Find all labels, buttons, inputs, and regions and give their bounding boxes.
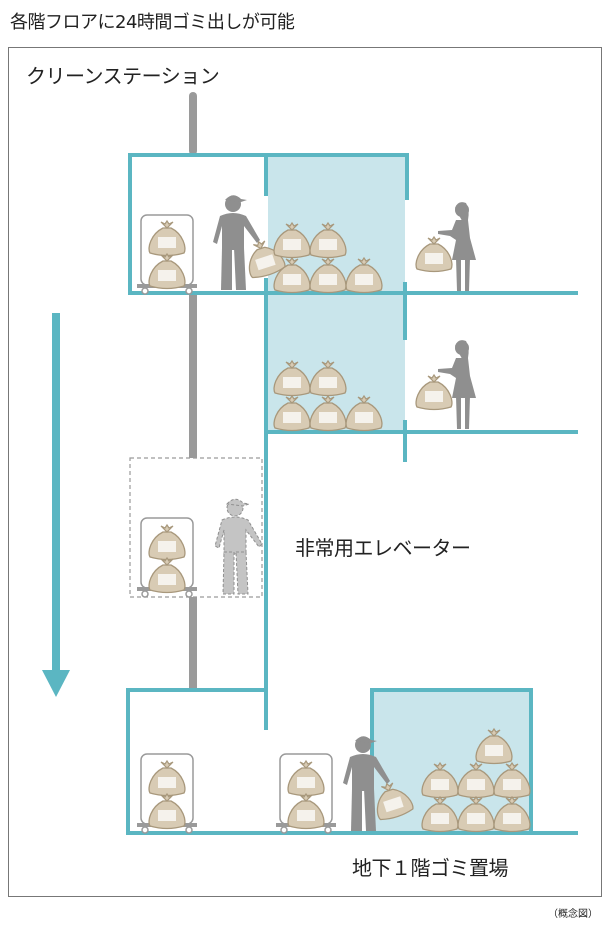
conceptual-diagram-note: （概念図）: [548, 909, 598, 920]
elevator-car: [129, 457, 263, 598]
emergency-elevator-label: 非常用エレベーター: [295, 536, 471, 560]
basement-garbage-label: 地下１階ゴミ置場: [352, 856, 509, 880]
diagram-frame: [8, 47, 602, 897]
clean-station-label: クリーンステーション: [26, 64, 220, 88]
building-walls: [126, 153, 578, 835]
diagram-title: 各階フロアに24時間ゴミ出しが可能: [10, 12, 295, 33]
worker-in-elevator: [214, 498, 263, 595]
garbage-chute-pole: [189, 92, 197, 690]
resident-figure-middle: [438, 340, 476, 429]
resident-figure-upper: [438, 202, 476, 291]
down-arrow-icon: [42, 313, 70, 697]
